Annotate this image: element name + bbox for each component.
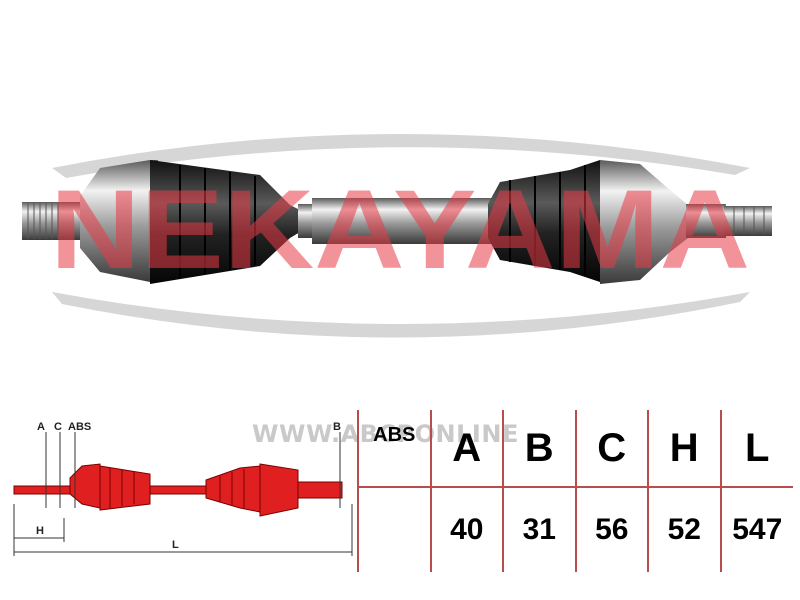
value-h: 52	[647, 486, 722, 572]
value-l: 547	[719, 486, 793, 572]
brand-watermark: NEKAYAMA	[50, 167, 750, 292]
dimension-diagram: A C ABS B H L	[13, 421, 353, 556]
spec-value-row: 40 31 56 52 547	[357, 486, 793, 572]
diagram-shaft	[13, 463, 343, 517]
left-boot	[150, 160, 300, 284]
value-a: 40	[429, 486, 504, 572]
logo-swoosh	[52, 134, 750, 338]
right-spline-shaft	[686, 204, 772, 238]
right-joint-housing	[600, 160, 688, 284]
header-a: A	[429, 410, 504, 488]
spec-header-row: ABS A B C H L	[357, 410, 793, 488]
value-abs	[357, 486, 432, 572]
product-photo: NEKAYAMA	[22, 134, 772, 338]
left-cv-housing	[80, 160, 158, 282]
diagram-label-b: B	[333, 421, 341, 433]
right-boot	[488, 160, 600, 282]
value-c: 56	[574, 486, 649, 572]
diagram-label-a: A	[37, 421, 45, 433]
header-b: B	[502, 410, 577, 488]
value-b: 31	[502, 486, 577, 572]
header-l: L	[719, 410, 793, 488]
left-spline-shaft	[22, 202, 84, 240]
diagram-label-c: C	[54, 421, 62, 433]
diagram-label-l: L	[172, 539, 179, 551]
center-shaft	[298, 198, 492, 244]
diagram-label-abs: ABS	[68, 421, 91, 433]
spec-table: ABS A B C H L 40 31 56 52 547	[357, 410, 793, 572]
diagram-label-h: H	[36, 525, 44, 537]
header-abs: ABS	[357, 410, 432, 488]
header-h: H	[647, 410, 722, 488]
header-c: C	[574, 410, 649, 488]
